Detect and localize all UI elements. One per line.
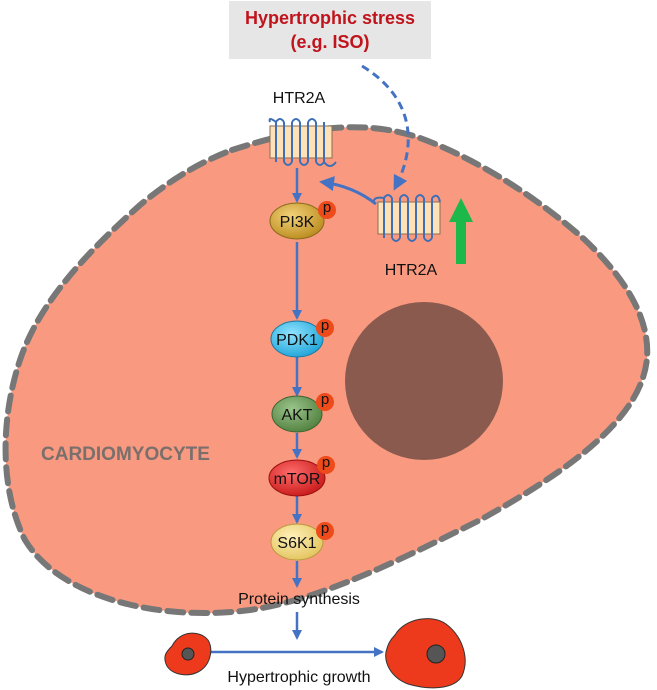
- hypertrophic-stress-box: Hypertrophic stress (e.g. ISO): [229, 1, 431, 59]
- hypertrophic-cell-icon: [385, 618, 466, 689]
- receptor-translocation-arrow: [319, 176, 377, 206]
- hypertrophic-growth-label: Hypertrophic growth: [227, 669, 370, 686]
- node-pdk1: PDK1 p: [270, 317, 334, 358]
- s6k1-phospho-label: p: [321, 520, 329, 537]
- stress-title: Hypertrophic stress: [244, 8, 416, 28]
- node-s6k1: S6K1 p: [270, 520, 334, 561]
- mtor-phospho-label: p: [322, 454, 330, 471]
- node-pdk1-label: PDK1: [276, 332, 318, 349]
- mtor-phospho-badge: [317, 456, 335, 474]
- stress-to-receptor-arrow: [361, 64, 410, 191]
- upregulated-htr2a-label: HTR2A: [385, 262, 438, 279]
- pi3k-phospho-badge: [318, 201, 336, 219]
- node-mtor: mTOR p: [268, 454, 335, 497]
- pdk1-phospho-badge: [316, 319, 334, 337]
- nucleus: [345, 302, 503, 460]
- akt-phospho-label: p: [321, 391, 329, 408]
- small-cell-icon: [164, 632, 212, 676]
- node-pi3k-label: PI3K: [280, 214, 315, 231]
- cardiomyocyte-label: CARDIOMYOCYTE: [41, 444, 210, 465]
- cardiomyocyte-cell: [2, 124, 651, 617]
- upregulated-htr2a-receptor: [372, 194, 441, 242]
- upregulation-arrow-icon: [449, 198, 473, 264]
- membrane-htr2a-receptor: [268, 118, 337, 167]
- node-s6k1-label: S6K1: [277, 535, 316, 552]
- node-pi3k: PI3K p: [269, 199, 336, 240]
- stress-example: (e.g. ISO): [290, 32, 370, 52]
- pi3k-phospho-label: p: [323, 199, 331, 216]
- akt-phospho-badge: [316, 393, 334, 411]
- node-akt: AKT p: [271, 391, 334, 433]
- node-mtor-label: mTOR: [274, 471, 321, 488]
- protein-synthesis-label: Protein synthesis: [238, 591, 360, 608]
- s6k1-phospho-badge: [316, 522, 334, 540]
- membrane-htr2a-label: HTR2A: [273, 90, 326, 107]
- node-akt-label: AKT: [281, 407, 312, 424]
- cascade-arrows: [208, 168, 384, 657]
- pdk1-phospho-label: p: [321, 317, 329, 334]
